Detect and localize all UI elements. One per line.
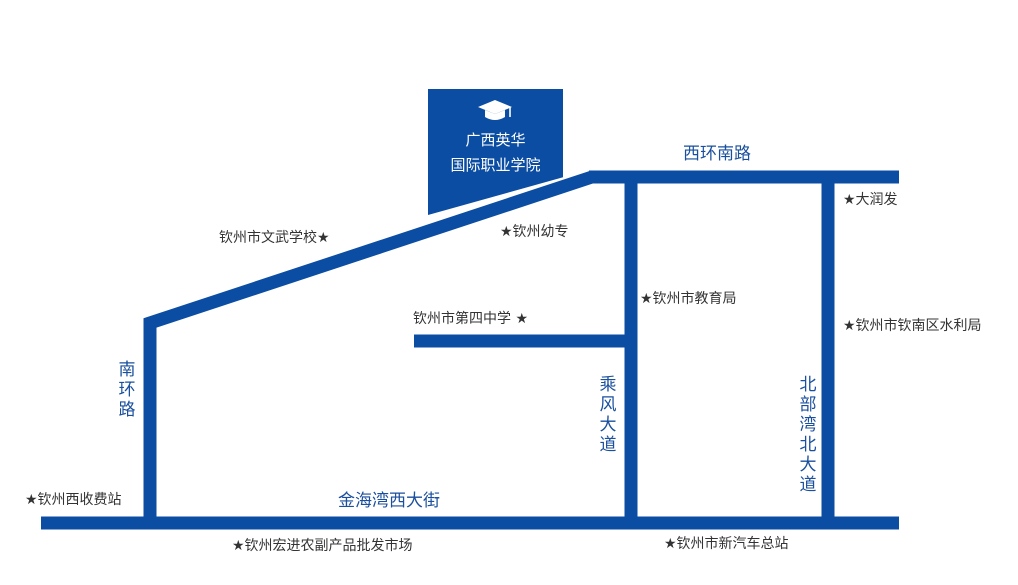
landmark-wenwu-school: 钦州市文武学校★	[219, 230, 330, 246]
landmark-water-bureau: ★钦州市钦南区水利局	[843, 318, 982, 334]
road-diagonal-to-xihuan	[143, 170, 595, 527]
landmark-preschool: ★钦州幼专	[500, 224, 569, 240]
landmark-dadrunfa: ★大润发	[843, 192, 898, 208]
landmark-education-bureau: ★钦州市教育局	[640, 291, 737, 307]
landmark-hongjin-market: ★钦州宏进农副产品批发市场	[232, 538, 413, 554]
road-label-beibuwan-north: 北 部 湾 北 大 道	[799, 375, 817, 495]
landmark-bus-station: ★钦州市新汽车总站	[664, 536, 789, 552]
road-label-nanhuan: 南 环 路	[118, 360, 136, 420]
road-label-xihuan-south: 西环南路	[683, 144, 751, 164]
landmark-west-toll-station: ★钦州西收费站	[25, 492, 122, 508]
landmark-no4-middle-school: 钦州市第四中学 ★	[413, 311, 529, 327]
graduation-cap-icon	[478, 100, 512, 120]
road-label-jinhaiwan-west: 金海湾西大街	[338, 491, 440, 511]
school-name-line2: 国际职业学院	[450, 156, 541, 174]
road-label-chengfeng: 乘 风 大 道	[599, 375, 617, 455]
school-name-line1: 广西英华	[465, 131, 526, 149]
